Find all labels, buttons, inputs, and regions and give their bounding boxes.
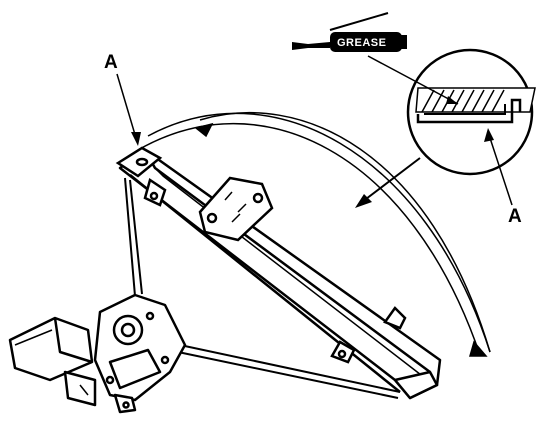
grease-tube: GREASE [292, 12, 407, 52]
grease-leader [367, 55, 459, 105]
callout-a-right-label: A [508, 206, 522, 227]
grease-label: GREASE [337, 37, 386, 49]
glass-outline [137, 112, 491, 356]
motor-assembly [8, 293, 187, 414]
callout-a-top-label: A [104, 52, 118, 73]
detail-arrow [355, 157, 421, 208]
regulator-cables [124, 177, 401, 399]
detail-circle [406, 48, 536, 176]
callout-a-top: A [104, 52, 141, 146]
rail-top-bracket [115, 146, 163, 178]
callout-a-right: A [484, 128, 522, 227]
dimension-arrows [194, 122, 488, 357]
rail-mounting-tabs [143, 178, 407, 364]
carrier-plate [198, 176, 274, 242]
